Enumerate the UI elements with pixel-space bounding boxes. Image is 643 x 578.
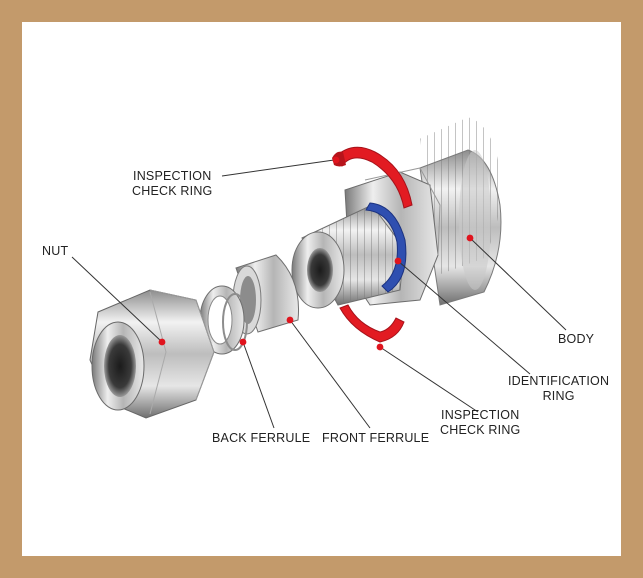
- label-inspection-check-ring-top: INSPECTION CHECK RING: [132, 169, 212, 199]
- label-body: BODY: [558, 332, 595, 346]
- label-line: RING: [542, 389, 575, 403]
- marker-nut: [158, 338, 166, 346]
- leader-lines: [71, 159, 567, 429]
- label-line: CHECK RING: [440, 423, 521, 437]
- identification-ring-shape: [365, 202, 407, 293]
- nut-part: [89, 289, 215, 419]
- label-inspection-check-ring-bottom: INSPECTION CHECK RING: [440, 408, 520, 438]
- label-line: INSPECTION: [441, 408, 520, 422]
- back-ferrule-part: [199, 285, 248, 355]
- marker-inspection-ring-top: [332, 156, 340, 164]
- marker-inspection-ring-bottom: [376, 343, 384, 351]
- label-line: IDENTIFICATION: [508, 374, 610, 388]
- marker-body: [466, 234, 474, 242]
- label-line: CHECK RING: [132, 184, 213, 198]
- inspection-ring-bottom-shape: [339, 304, 405, 343]
- marker-dots: [158, 156, 474, 351]
- marker-back-ferrule: [239, 338, 247, 346]
- label-nut: NUT: [42, 244, 69, 258]
- label-back-ferrule: BACK FERRULE: [212, 431, 311, 445]
- label-identification-ring: IDENTIFICATION RING: [508, 374, 609, 404]
- label-front-ferrule: FRONT FERRULE: [322, 431, 430, 445]
- marker-front-ferrule: [286, 316, 294, 324]
- label-line: INSPECTION: [133, 169, 212, 183]
- body-front-thread: [291, 204, 405, 309]
- marker-identification-ring: [394, 257, 402, 265]
- diagram-panel: INSPECTION CHECK RING NUT BODY IDENTIFIC…: [22, 22, 621, 556]
- fitting-diagram: [71, 117, 567, 429]
